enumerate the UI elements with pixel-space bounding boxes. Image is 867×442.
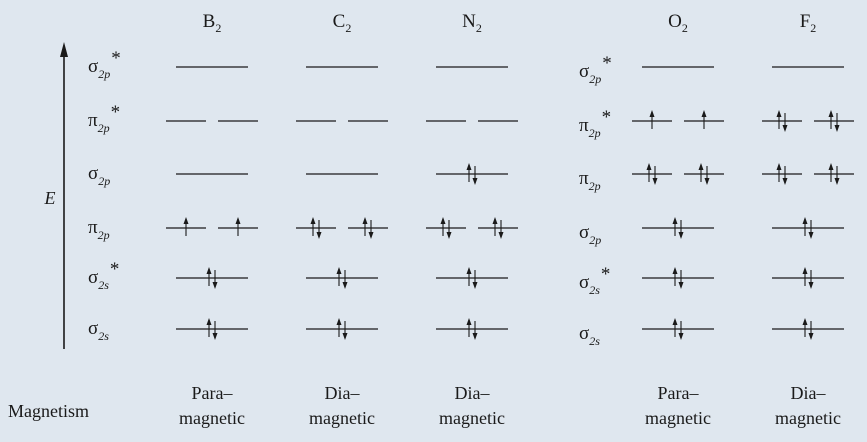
spin-down-arrowhead: [782, 125, 788, 132]
right-level-label: σ2p*: [579, 53, 612, 86]
molecule-header: C2: [333, 11, 352, 35]
spin-up-arrowhead: [698, 163, 704, 170]
spin-up-arrowhead: [828, 163, 834, 170]
spin-up-arrowhead: [362, 217, 368, 224]
spin-down-arrowhead: [472, 282, 478, 289]
left-level-label: σ2p: [88, 163, 110, 188]
spin-down-arrowhead: [446, 232, 452, 239]
magnetism-line-2: magnetic: [775, 408, 841, 428]
magnetism-line-2: magnetic: [309, 408, 375, 428]
spin-up-arrowhead: [466, 318, 472, 325]
spin-up-arrowhead: [802, 217, 808, 224]
magnetism-label: Magnetism: [8, 401, 89, 421]
spin-down-arrowhead: [704, 178, 710, 185]
spin-up-arrowhead: [206, 318, 212, 325]
spin-up-arrowhead: [440, 217, 446, 224]
spin-up-arrowhead: [776, 110, 782, 117]
spin-down-arrowhead: [342, 282, 348, 289]
spin-down-arrowhead: [472, 333, 478, 340]
spin-up-arrowhead: [235, 217, 241, 224]
spin-down-arrowhead: [342, 333, 348, 340]
spin-up-arrowhead: [672, 217, 678, 224]
spin-up-arrowhead: [466, 267, 472, 274]
magnetism-line-1: Dia–: [791, 383, 827, 403]
spin-down-arrowhead: [678, 333, 684, 340]
magnetism-line-1: Para–: [658, 383, 700, 403]
left-level-label: σ2s*: [88, 259, 119, 292]
spin-down-arrowhead: [472, 178, 478, 185]
spin-up-arrowhead: [310, 217, 316, 224]
magnetism-line-1: Dia–: [325, 383, 361, 403]
spin-up-arrowhead: [183, 217, 189, 224]
energy-axis-label: E: [44, 188, 56, 208]
spin-down-arrowhead: [212, 333, 218, 340]
spin-down-arrowhead: [498, 232, 504, 239]
molecule-header: B2: [203, 11, 222, 35]
left-level-label: σ2s: [88, 318, 109, 343]
spin-up-arrowhead: [828, 110, 834, 117]
right-level-label: σ2p: [579, 222, 601, 247]
magnetism-line-1: Dia–: [455, 383, 491, 403]
spin-up-arrowhead: [776, 163, 782, 170]
spin-down-arrowhead: [834, 125, 840, 132]
right-level-label: π2p*: [579, 107, 611, 140]
spin-up-arrowhead: [672, 267, 678, 274]
left-level-label: σ2p*: [88, 48, 121, 81]
spin-up-arrowhead: [646, 163, 652, 170]
spin-up-arrowhead: [206, 267, 212, 274]
spin-up-arrowhead: [649, 110, 655, 117]
right-level-label: π2p: [579, 168, 601, 193]
spin-up-arrowhead: [336, 318, 342, 325]
spin-down-arrowhead: [808, 282, 814, 289]
spin-up-arrowhead: [802, 267, 808, 274]
spin-down-arrowhead: [316, 232, 322, 239]
magnetism-line-1: Para–: [192, 383, 234, 403]
spin-up-arrowhead: [492, 217, 498, 224]
magnetism-line-2: magnetic: [645, 408, 711, 428]
left-level-label: π2p: [88, 217, 110, 242]
spin-down-arrowhead: [212, 282, 218, 289]
right-level-label: σ2s*: [579, 264, 610, 297]
spin-down-arrowhead: [808, 333, 814, 340]
magnetism-line-2: magnetic: [179, 408, 245, 428]
molecule-header: O2: [668, 11, 688, 35]
spin-up-arrowhead: [802, 318, 808, 325]
spin-down-arrowhead: [782, 178, 788, 185]
spin-down-arrowhead: [368, 232, 374, 239]
spin-down-arrowhead: [834, 178, 840, 185]
spin-down-arrowhead: [678, 232, 684, 239]
spin-down-arrowhead: [678, 282, 684, 289]
spin-down-arrowhead: [808, 232, 814, 239]
right-level-label: σ2s: [579, 323, 600, 348]
left-level-label: π2p*: [88, 102, 120, 135]
spin-down-arrowhead: [652, 178, 658, 185]
molecule-header: F2: [800, 11, 817, 35]
spin-up-arrowhead: [672, 318, 678, 325]
energy-axis-arrowhead: [60, 42, 68, 57]
spin-up-arrowhead: [336, 267, 342, 274]
spin-up-arrowhead: [466, 163, 472, 170]
magnetism-line-2: magnetic: [439, 408, 505, 428]
molecule-header: N2: [462, 11, 482, 35]
spin-up-arrowhead: [701, 110, 707, 117]
